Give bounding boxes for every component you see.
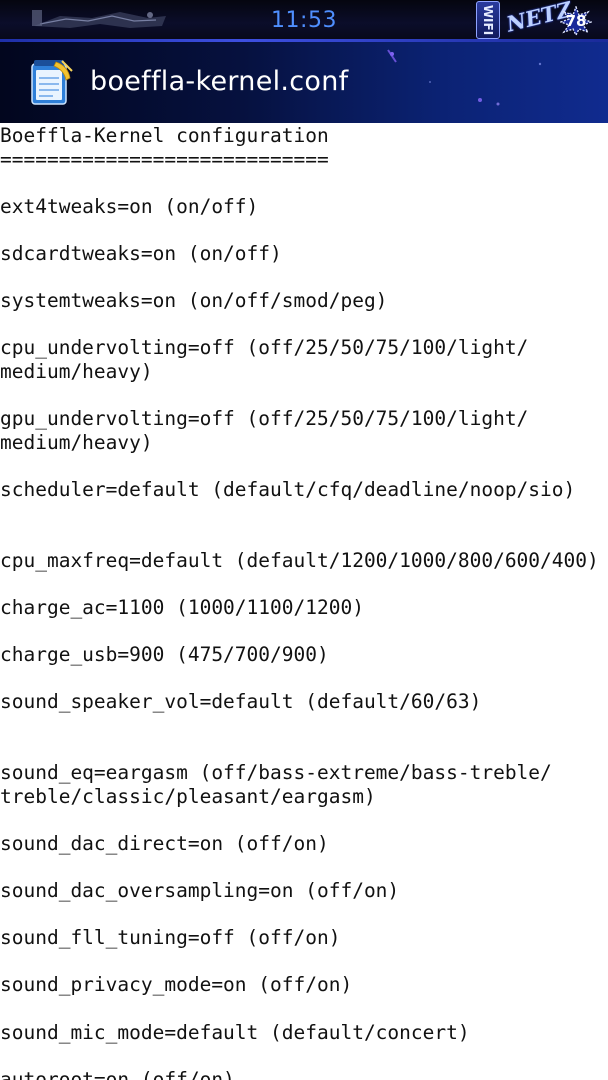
file-line [0,1044,608,1068]
status-time: 11:53 [271,8,337,33]
file-line: sdcardtweaks=on (on/off) [0,241,282,265]
file-line: sound_fll_tuning=off (off/on) [0,926,341,950]
file-line: sound_speaker_vol=default (default/60/63… [0,690,482,714]
battery-star-icon [560,6,592,36]
file-line [0,171,608,195]
file-line [0,667,608,691]
file-line [0,619,608,643]
file-line: Boeffla-Kernel configuration [0,124,329,147]
file-line: cpu_maxfreq=default (default/1200/1000/8… [0,548,599,572]
file-line: charge_usb=900 (475/700/900) [0,643,329,667]
file-line [0,454,608,478]
file-line: scheduler=default (default/cfq/deadline/… [0,477,576,501]
notepad-icon [31,60,73,105]
file-line [0,855,608,879]
file-line [0,572,608,596]
file-line: treble/classic/pleasant/eargasm) [0,784,376,808]
status-bar-artwork [32,10,166,28]
file-line: sound_mic_mode=default (default/concert) [0,1020,470,1044]
status-bar: 11:53 WIFI NETZ 78 [0,0,608,42]
file-line [0,714,608,738]
file-line [0,997,608,1021]
app-title: boeffla-kernel.conf [90,66,349,97]
file-line: sound_dac_oversampling=on (off/on) [0,879,400,902]
file-line: sound_privacy_mode=on (off/on) [0,973,353,997]
file-line: ============================ [0,147,329,171]
file-line [0,313,608,337]
file-line [0,903,608,927]
file-line: cpu_undervolting=off (off/25/50/75/100/l… [0,336,529,360]
battery-icon: 78 [560,6,592,36]
file-line: systemtweaks=on (on/off/smod/peg) [0,289,388,313]
title-bar-background-art [387,49,542,106]
file-line [0,384,608,408]
battery-level: 78 [565,12,587,30]
file-line [0,502,608,526]
file-line: ext4tweaks=on (on/off) [0,194,259,218]
file-content-view[interactable]: Boeffla-Kernel configuration============… [0,124,608,1080]
file-line [0,950,608,974]
file-line: autoroot=on (off/on) [0,1067,235,1080]
file-line [0,808,608,832]
file-line [0,525,608,549]
wifi-label: WIFI [481,4,495,36]
file-line: gpu_undervolting=off (off/25/50/75/100/l… [0,407,529,431]
file-line: medium/heavy) [0,359,153,383]
title-bar: boeffla-kernel.conf [0,42,608,123]
file-line [0,218,608,242]
file-line [0,266,608,290]
wifi-icon: WIFI [476,1,500,39]
file-line: sound_dac_direct=on (off/on) [0,831,329,855]
file-line [0,737,608,761]
file-line: sound_eq=eargasm (off/bass-extreme/bass-… [0,761,552,785]
file-line: charge_ac=1100 (1000/1100/1200) [0,595,364,619]
file-line: medium/heavy) [0,430,153,454]
